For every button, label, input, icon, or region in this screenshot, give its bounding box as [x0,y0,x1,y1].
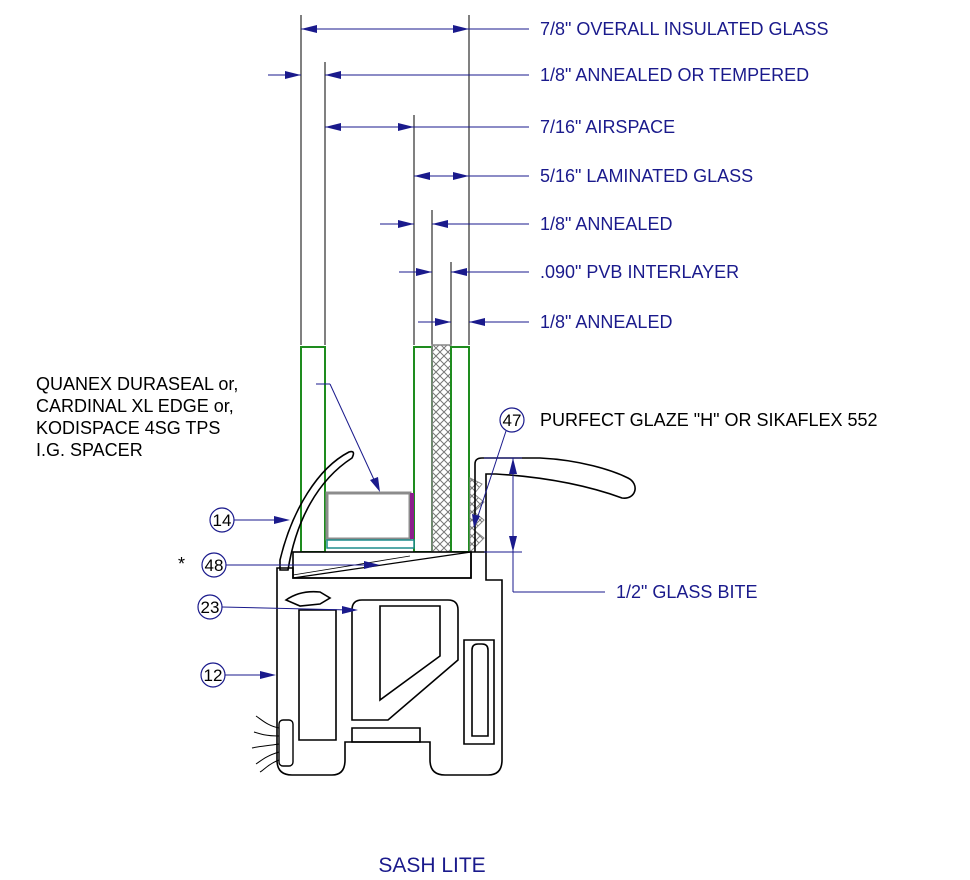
dimension-airspace-label: 7/16" AIRSPACE [540,117,675,137]
glazing-note: PURFECT GLAZE "H" OR SIKAFLEX 552 [540,410,878,430]
callout-asterisk: * [178,554,185,574]
callout-12-number: 12 [204,666,223,685]
dimension-pvb-label: .090" PVB INTERLAYER [540,262,739,282]
ig-spacer [325,491,415,549]
callout-48: * 48 [178,552,380,578]
dimension-outer-lite-label: 1/8" ANNEALED OR TEMPERED [540,65,809,85]
callout-14-number: 14 [213,511,232,530]
dimension-annealed-2 [418,318,529,326]
spacer-note: QUANEX DURASEAL or, CARDINAL XL EDGE or,… [36,374,238,460]
glazing-bead [279,450,355,571]
spacer-note-line-2: CARDINAL XL EDGE or, [36,396,234,416]
dimension-annealed-1-label: 1/8" ANNEALED [540,214,672,234]
dimension-glass-bite-label: 1/2" GLASS BITE [616,582,757,602]
dimension-annealed-1 [380,220,529,228]
dimension-overall [301,25,529,33]
dimension-outer-lite [268,71,529,79]
outer-glass-lite [300,346,326,553]
dimension-pvb [399,268,529,276]
dimension-airspace [325,123,529,131]
callout-12: 12 [200,662,276,688]
callout-47: 47 [472,407,525,528]
dimension-annealed-2-label: 1/8" ANNEALED [540,312,672,332]
dimension-laminated [414,172,529,180]
drawing-title: SASH LITE [378,854,485,877]
glazing-sealant [469,477,485,554]
callout-23-number: 23 [201,598,220,617]
dimension-laminated-label: 5/16" LAMINATED GLASS [540,166,753,186]
spacer-note-line-3: KODISPACE 4SG TPS [36,418,220,438]
pvb-interlayer [431,344,452,554]
callout-23: 23 [197,594,358,620]
callout-47-number: 47 [503,411,522,430]
callout-48-number: 48 [205,556,224,575]
sash-profile [251,457,636,776]
laminated-glass-lite [413,344,470,554]
spacer-note-line-1: QUANEX DURASEAL or, [36,374,238,394]
callout-14: 14 [209,507,290,533]
dimension-overall-label: 7/8" OVERALL INSULATED GLASS [540,19,829,39]
spacer-leader [316,383,380,492]
extension-lines [300,15,470,345]
spacer-note-line-4: I.G. SPACER [36,440,143,460]
dimension-glass-bite [484,457,605,593]
